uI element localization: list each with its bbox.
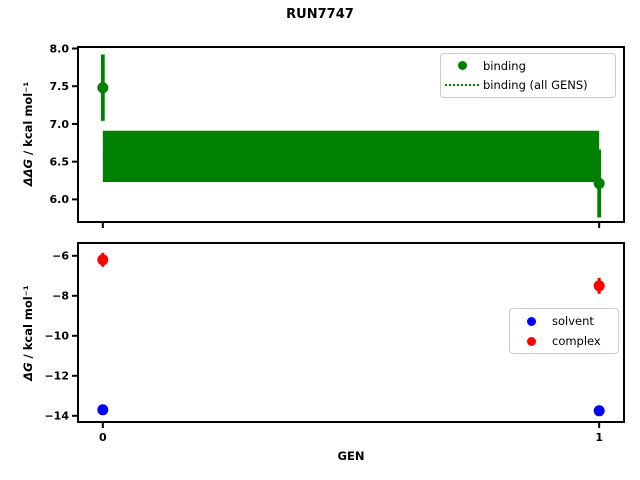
y-tick-label: −12 [44,370,69,383]
all-gens-band [102,130,600,183]
complex-point [97,254,109,266]
dotted-line-icon [445,84,479,87]
y-tick-label: 6.5 [50,156,70,169]
y-tick-label: 7.5 [50,80,70,93]
y-tick-label: 7.0 [50,118,70,131]
legend-item-complex: complex [510,331,614,351]
top-axes: 8.0 7.5 7.0 6.5 6.0 [50,42,625,228]
all-gens-marker-cell [441,84,483,87]
bottom-axes: −6 −8 −10 −12 −14 0 1 [44,242,625,444]
y-tick-label: −10 [44,330,69,343]
bottom-y-axis-label-units: / kcal mol⁻¹ [21,285,35,363]
binding-dot-icon [457,61,467,71]
y-tick-label: −14 [44,410,69,423]
solvent-point [593,405,605,417]
x-tick-label: 0 [99,431,107,444]
bottom-y-axis-label: ΔG / kcal mol⁻¹ [21,285,35,381]
solvent-marker-cell [510,316,552,326]
binding-legend: binding binding (all GENS) [440,53,616,98]
solvent-dot-icon [526,316,536,326]
solvent-legend-label: solvent [552,314,594,328]
bottom-y-axis-label-math: ΔG [21,362,35,381]
legend-item-binding: binding [441,56,611,76]
complex-dot-icon [526,336,536,346]
top-spines [77,46,625,223]
top-y-axis-label-units: / kcal mol⁻¹ [21,81,35,160]
binding-marker-cell [441,61,483,71]
y-tick-label: −6 [52,250,69,263]
y-tick-label: 8.0 [50,42,70,55]
binding-all-gens-legend-label: binding (all GENS) [483,78,588,93]
solvent-point [97,404,109,416]
top-y-axis-label-math: ΔΔG [21,159,35,187]
x-tick-label: 1 [595,431,603,444]
binding-point [97,82,109,94]
y-tick-label: −8 [52,290,69,303]
complex-marker-cell [510,336,552,346]
top-y-axis-label: ΔΔG / kcal mol⁻¹ [21,82,35,187]
bottom-spines [77,242,625,423]
complex-legend-label: complex [552,334,601,348]
binding-point [593,178,605,190]
binding-legend-label: binding [483,58,526,73]
solvent-complex-legend: solvent complex [509,308,619,354]
complex-point [593,280,605,292]
figure-title: RUN7747 [286,7,354,22]
x-axis-label: GEN [337,449,365,463]
y-tick-label: 6.0 [50,193,70,206]
legend-item-binding-all-gens: binding (all GENS) [441,76,611,96]
legend-item-solvent: solvent [510,311,614,331]
